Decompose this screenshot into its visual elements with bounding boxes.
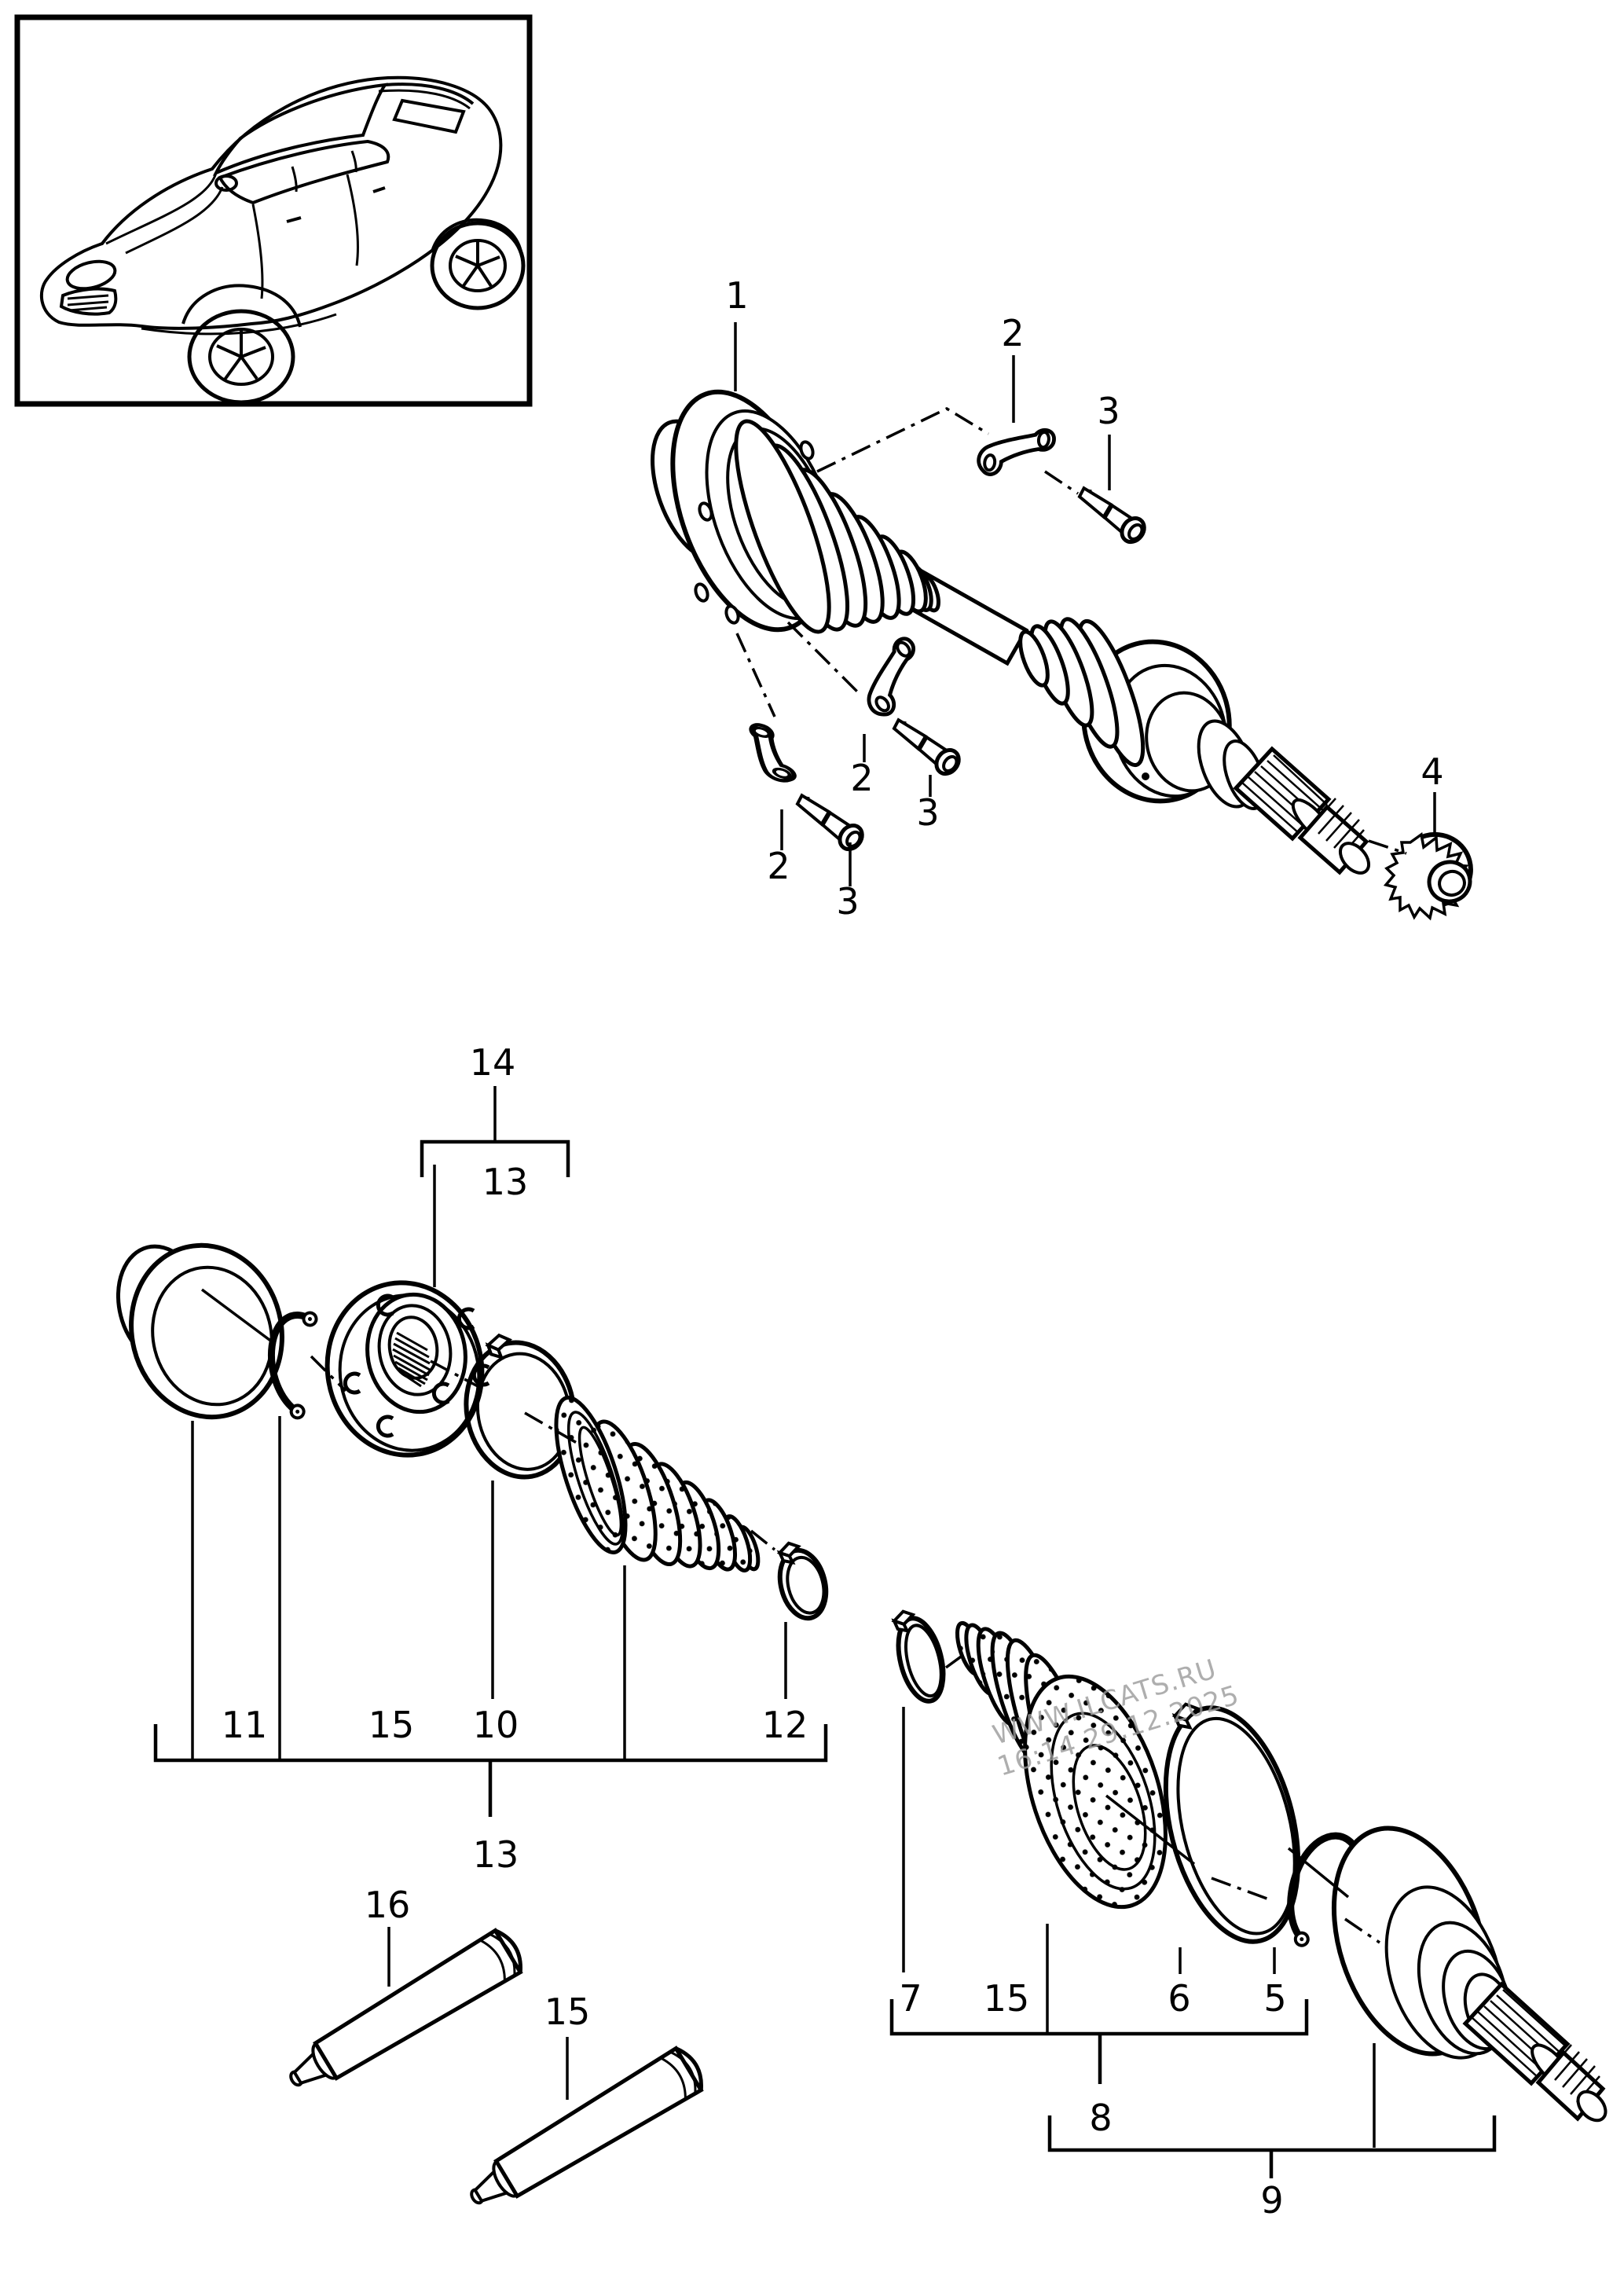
callout-1: 1 [725,274,748,317]
drive-shaft-assembly [651,389,1473,921]
leader-lines [191,322,1436,2148]
callout-8: 8 [1089,2097,1112,2139]
car-thumbnail [14,14,533,407]
dashdot-circlip5-to-joint9 [1344,1917,1380,1944]
grease-tube-16 [289,1928,523,2087]
retaining-plate-mid [867,637,915,717]
hub-splines [392,1331,431,1388]
construction-lines [200,407,1407,1944]
dashdot-clamp7-to-boot8 [944,1653,965,1669]
boot-8 [955,1620,1168,1910]
clamp-band-6 [1163,1702,1301,1944]
rear-wheel [430,221,526,310]
inner-boot-bellows [734,419,940,634]
dashdot-boot13-to-clamp12 [750,1529,776,1551]
callout-16: 16 [365,1884,411,1926]
clamp-12 [776,1541,829,1621]
dashdot-flange-to-plate-low [735,633,776,717]
callout-13-top: 13 [482,1161,529,1203]
callout-3-top: 3 [1097,390,1120,432]
bolt-mid [892,717,961,776]
callout-13-bottom: 13 [473,1833,519,1876]
axis-boot8-to-clamp6 [1105,1794,1196,1866]
thread-hatch [1310,798,1365,856]
kit-13-exploded [115,1242,829,1621]
callout-2-low: 2 [767,845,790,887]
dashdot-clamp10-to-boot13 [524,1411,577,1444]
callout-4: 4 [1421,750,1443,793]
clamp-buckle [776,1541,801,1565]
grease-tubes [289,1928,704,2205]
clamp-7 [891,1609,946,1704]
cv-joint-9 [1331,1825,1608,2123]
dash-dot-lines [310,407,1407,1944]
spline-hatch [1241,754,1328,834]
callout-3-mid: 3 [916,791,939,834]
dashdot-clamp6-to-circlip5 [1211,1877,1272,1902]
callout-labels: 1 2 3 2 3 2 3 4 14 13 11 15 10 12 13 16 … [222,274,1444,2222]
thread-hatch [1546,2044,1600,2103]
callout-14: 14 [470,1041,516,1084]
outer-boot-rings [1018,617,1146,768]
bolt-low [795,793,864,852]
clamp-buckle [891,1609,916,1633]
cv-flange-disc [324,1280,490,1458]
axis-through-cover [200,1288,274,1344]
callout-15-kit13: 15 [368,1704,415,1746]
clamp-buckle [485,1333,512,1360]
dashdot-flange-to-plate-top [816,407,989,473]
bracket-9 [1047,2115,1497,2152]
bracket-14 [420,1139,570,1177]
retaining-plate-low [749,723,797,783]
callout-5: 5 [1263,1977,1286,2020]
axle-nut [1383,831,1473,921]
callout-2-mid: 2 [850,757,873,799]
kit-8-exploded [891,1609,1608,2123]
axis-lines [200,1288,1350,1899]
outer-joint [1018,617,1371,875]
axis-through-circlip5 [1287,1847,1350,1899]
front-wheel [187,309,295,405]
callout-11: 11 [222,1704,268,1746]
dashdot-stub-to-nut [1368,839,1407,855]
callout-9: 9 [1260,2179,1283,2222]
clamp-buckle [1171,1702,1201,1730]
callout-12: 12 [762,1704,808,1746]
callout-15-tube: 15 [544,1991,591,2033]
group-brackets [153,1139,1497,2178]
grease-tube-15 [470,2046,704,2205]
circlip-11 [267,1311,318,1420]
callout-10: 10 [473,1704,519,1746]
boot-13 [554,1396,761,1572]
bolt-top [1077,486,1146,545]
dashdot-disc-to-clamp10 [430,1359,478,1388]
bracket-8 [889,1999,1309,2036]
car-sketch [40,75,526,405]
dashdot-circlip-to-disc [310,1355,347,1393]
callout-7: 7 [899,1977,922,2020]
dashdot-flange-to-plate-mid [786,621,863,698]
callout-6: 6 [1168,1977,1190,2020]
callout-2-top: 2 [1001,312,1024,354]
callout-3-low: 3 [836,880,859,923]
retaining-plate-top [977,427,1056,476]
boot-cover [115,1242,284,1420]
spline-hatch [1471,1989,1567,2078]
dashdot-plate-to-bolt-top [1044,470,1079,495]
callout-15-kit8: 15 [984,1977,1030,2020]
car-box-frame [14,14,533,407]
